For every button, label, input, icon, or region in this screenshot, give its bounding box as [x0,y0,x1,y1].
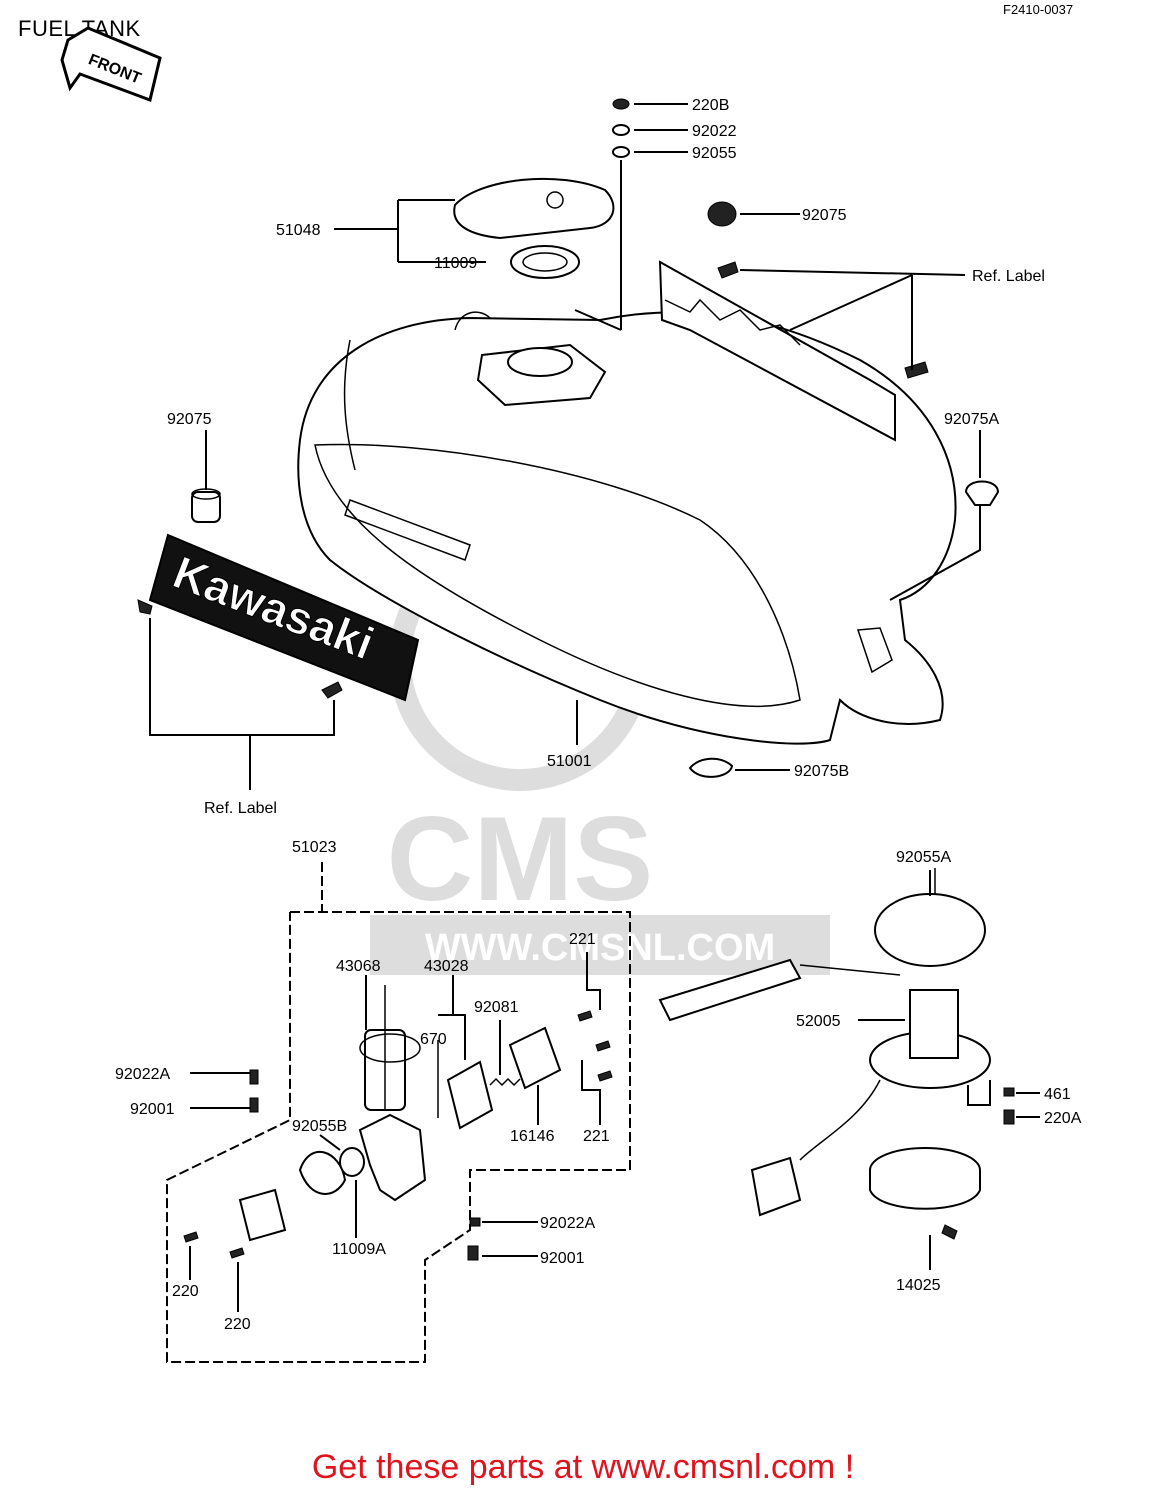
washer-92055-icon [612,146,630,158]
callout-92022: 92022 [692,123,737,140]
callout-220a: 220A [1044,1110,1082,1127]
washer-92022-icon [612,124,630,136]
emblem-screw-left-icon [137,599,153,615]
callout-92001-right: 92001 [540,1250,585,1267]
label-plate [658,260,896,442]
callout-11009: 11009 [434,255,477,272]
callout-221-top: 221 [569,931,596,948]
callout-92055: 92055 [692,145,737,162]
callout-92055a: 92055A [896,849,951,866]
callout-220-b: 220 [224,1316,251,1333]
fuel-cap [453,177,615,279]
grommet-92075-left-icon [191,488,221,523]
fuel-cock-assembly [166,862,631,1363]
watermark-logo: CMS [387,792,654,926]
callout-92075a: 92075A [944,411,999,428]
leader-lines-upper [149,103,981,790]
callout-220-a: 220 [172,1283,199,1300]
callout-ref-label-right: Ref. Label [972,268,1045,285]
callout-92055b: 92055B [292,1118,347,1135]
callout-43028: 43028 [424,958,469,975]
label-screw-top-icon [717,261,739,279]
watermark-url: WWW.CMSNL.COM [425,927,775,969]
emblem-screw-right-icon [321,681,343,699]
screw-220b-icon [612,98,630,110]
callout-461: 461 [1044,1086,1071,1103]
callout-14025: 14025 [896,1277,941,1294]
damper-92075a-icon [964,480,1000,506]
pad-92075b-icon [688,757,734,778]
cta-link[interactable]: Get these parts at www.cmsnl.com ! [311,1448,855,1486]
label-screw-bottom-icon [904,361,929,379]
callout-92081: 92081 [474,999,519,1016]
callout-220b: 220B [692,97,729,114]
fuel-sender [658,868,1040,1270]
diagram-code: F2410-0037 [1003,2,1074,17]
callout-92001-left: 92001 [130,1101,175,1118]
callout-43068: 43068 [336,958,381,975]
callout-51048: 51048 [276,222,321,239]
callout-92075b: 92075B [794,763,849,780]
callout-51001: 51001 [547,753,592,770]
callout-221-bottom: 221 [583,1128,610,1145]
callout-670: 670 [420,1031,447,1048]
callout-92075-left: 92075 [167,411,212,428]
grommet-92075-top-icon [707,201,737,227]
callouts: 220B 92022 92055 51048 11009 92075 Ref. … [115,97,1082,1333]
callout-92022a-right: 92022A [540,1215,595,1232]
callout-11009a: 11009A [332,1241,386,1258]
front-arrow-icon: FRONT [60,26,162,102]
callout-92022a-left: 92022A [115,1066,170,1083]
callout-52005: 52005 [796,1013,841,1030]
callout-16146: 16146 [510,1128,555,1145]
callout-92075-top: 92075 [802,207,847,224]
callout-ref-label-left: Ref. Label [204,800,277,817]
callout-51023: 51023 [292,839,337,856]
leader-lines-lower [189,952,601,1312]
